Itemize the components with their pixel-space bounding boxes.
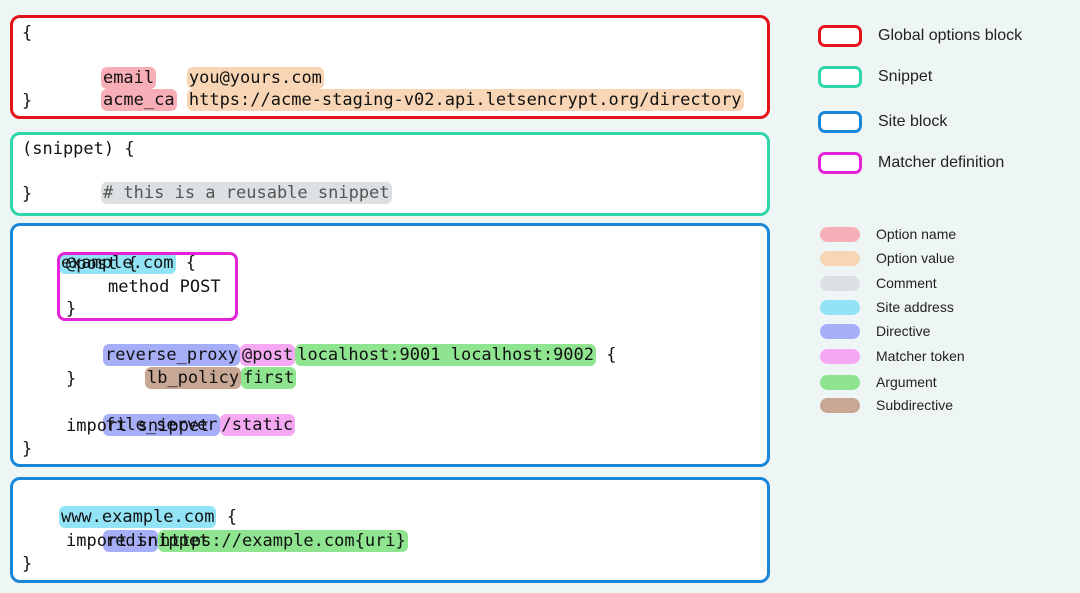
subdirective-lb-policy: lb_policy [144,367,242,389]
legend-label-comment: Comment [876,275,937,291]
option-name-acme-ca: acme_ca [100,89,177,111]
file-server-line: file_server/static [62,392,296,458]
site1-open-brace: { [185,253,197,273]
legend-label-option-value: Option value [876,250,955,266]
legend-swatch-snippet [818,66,862,88]
legend-label-site-block: Site block [878,113,948,130]
legend-swatch-argument [820,375,860,390]
site2-header-line: www.example.com { [18,484,237,550]
directive-redir: redir [102,530,159,552]
matcher-open: @post { [66,254,138,274]
snippet-close-brace: } [22,184,33,204]
site2-close-brace: } [22,554,33,574]
legend-swatch-matcher-definition [818,152,862,174]
matcher-token-static: /static [219,414,296,436]
matcher-close: } [66,299,77,319]
site2-open-brace: { [226,507,237,527]
legend-swatch-subdirective [820,398,860,413]
legend-label-site-address: Site address [876,299,954,315]
legend-label-matcher-token: Matcher token [876,348,965,364]
legend-swatch-option-value [820,251,860,266]
directive-reverse-proxy: reverse_proxy [102,344,241,366]
legend-swatch-option-name [820,227,860,242]
directive-file-server: file_server [102,414,220,436]
rp-close-brace: } [66,369,77,389]
snippet-comment-line: # this is a reusable snippet [60,160,392,226]
legend-swatch-site-address [820,300,860,315]
option-name-email: email [100,67,157,89]
site1-close-brace: } [22,439,33,459]
option-value-acme-ca: https://acme-staging-v02.api.letsencrypt… [186,89,744,111]
argument-redir-url: https://example.com{uri} [158,530,408,552]
legend-label-matcher-definition: Matcher definition [878,154,1005,171]
legend-label-argument: Argument [876,374,937,390]
global-close-brace: } [22,91,33,111]
global-open-brace: { [22,23,33,43]
matcher-line: method POST [108,277,221,297]
legend-swatch-matcher-token [820,349,860,364]
argument-localhost: localhost:9001 localhost:9002 [295,344,597,366]
matcher-token-post: @post [240,344,296,366]
site1-import-line: import snippet [66,416,210,436]
legend-label-subdirective: Subdirective [876,397,954,413]
snippet-comment: # this is a reusable snippet [100,182,392,204]
legend-swatch-directive [820,324,860,339]
matcher-definition-box [57,252,238,321]
site-address-example: example.com [58,252,176,274]
rp-open-brace: { [606,345,617,365]
site-address-www-example: www.example.com [58,506,217,528]
legend-label-snippet: Snippet [878,68,933,85]
site2-import-line: import snippet [66,531,210,551]
legend-swatch-comment [820,276,860,291]
legend-label-option-name: Option name [876,226,957,242]
global-acme-line: acme_ca https://acme-staging-v02.api.let… [60,67,744,133]
argument-first: first [241,367,297,389]
snippet-header: (snippet) { [22,139,135,159]
legend-swatch-global-options [818,25,862,47]
global-email-line: email you@yours.com [60,45,324,111]
option-value-email: you@yours.com [186,67,324,89]
legend-label-global-options: Global options block [878,27,1023,44]
legend-label-directive: Directive [876,323,931,339]
legend-swatch-site-block [818,111,862,133]
site1-header-line: example.com { [18,230,196,296]
